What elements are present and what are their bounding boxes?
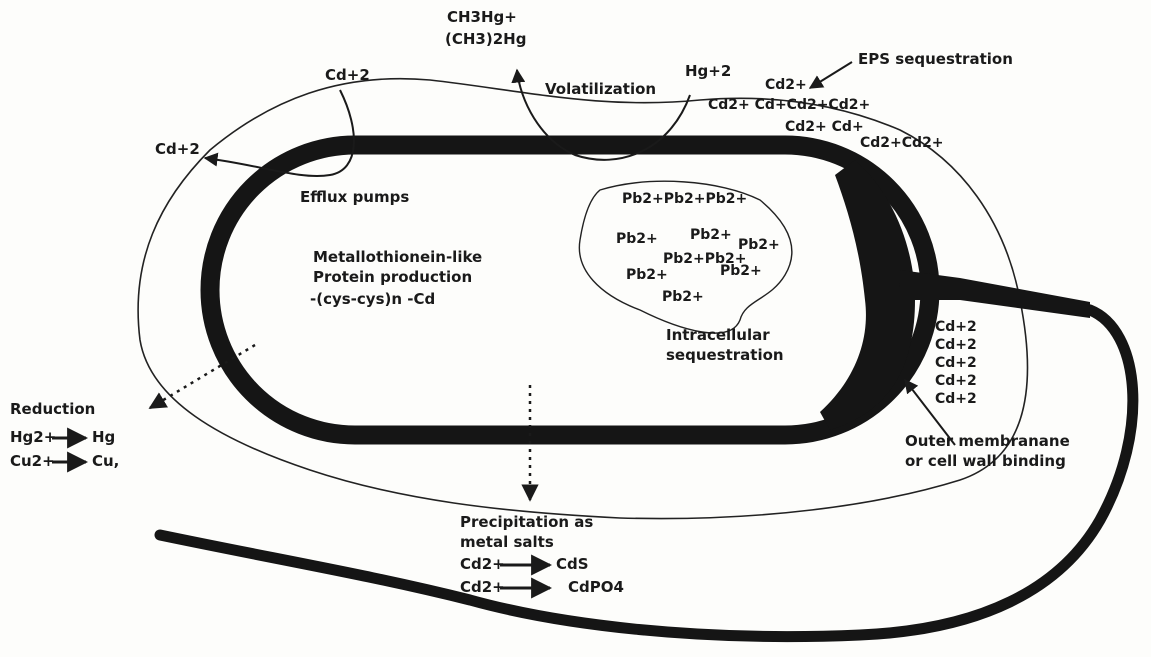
dimethylmercury-label: (CH3)2Hg [445, 30, 526, 49]
cdpo4-product: CdPO4 [568, 578, 624, 597]
intracellular-line2: sequestration [666, 346, 784, 365]
eps-cd-row1: Cd2+ [765, 76, 807, 95]
ch3hg-label: CH3Hg+ [447, 8, 517, 27]
pb-row2a: Pb2+ [616, 230, 658, 249]
volatilization-label: Volatilization [545, 80, 656, 99]
pb-row4b: Pb2+ [720, 262, 762, 281]
metallothionein-line1: Metallothionein-like [313, 248, 482, 267]
cd-stack-1: Cd+2 [935, 318, 977, 337]
eps-sequestration-label: EPS sequestration [858, 50, 1013, 69]
pb-row2b: Pb2+ [690, 226, 732, 245]
cd-stack-5: Cd+2 [935, 390, 977, 409]
pb-row5: Pb2+ [662, 288, 704, 307]
hg-top-label: Hg+2 [685, 62, 731, 81]
eps-cd-row4: Cd2+Cd2+ [860, 134, 944, 153]
hg-product: Hg [92, 428, 115, 447]
cd-top-label: Cd+2 [325, 66, 370, 85]
cd-left-label: Cd+2 [155, 140, 200, 159]
outer-membrane-line2: or cell wall binding [905, 452, 1066, 471]
cu-product: Cu, [92, 452, 119, 471]
cd-stack-4: Cd+2 [935, 372, 977, 391]
cd-stack-2: Cd+2 [935, 336, 977, 355]
efflux-pumps-label: Efflux pumps [300, 188, 409, 207]
cdpo4-reactant: Cd2+ [460, 578, 505, 597]
cu-reactant: Cu2+ [10, 452, 55, 471]
eps-pointer-arrow [810, 62, 852, 88]
hg-reactant: Hg2+ [10, 428, 56, 447]
cds-product: CdS [556, 555, 589, 574]
cd-stack-3: Cd+2 [935, 354, 977, 373]
eps-cd-row2: Cd2+ Cd+Cd2+Cd2+ [708, 96, 870, 115]
metallothionein-line2: Protein production [313, 268, 472, 287]
pb-row4: Pb2+ [626, 266, 668, 285]
pb-row1: Pb2+Pb2+Pb2+ [622, 190, 747, 209]
eps-cd-row3: Cd2+ Cd+ [785, 118, 864, 137]
reduction-label: Reduction [10, 400, 95, 419]
cds-reactant: Cd2+ [460, 555, 505, 574]
pb-row3b: Pb2+ [738, 236, 780, 255]
precipitation-line1: Precipitation as [460, 513, 593, 532]
outer-membrane-line1: Outer membranane [905, 432, 1070, 451]
precipitation-line2: metal salts [460, 533, 554, 552]
intracellular-line1: Intracellular [666, 326, 770, 345]
metallothionein-line3: -(cys-cys)n -Cd [310, 290, 435, 309]
